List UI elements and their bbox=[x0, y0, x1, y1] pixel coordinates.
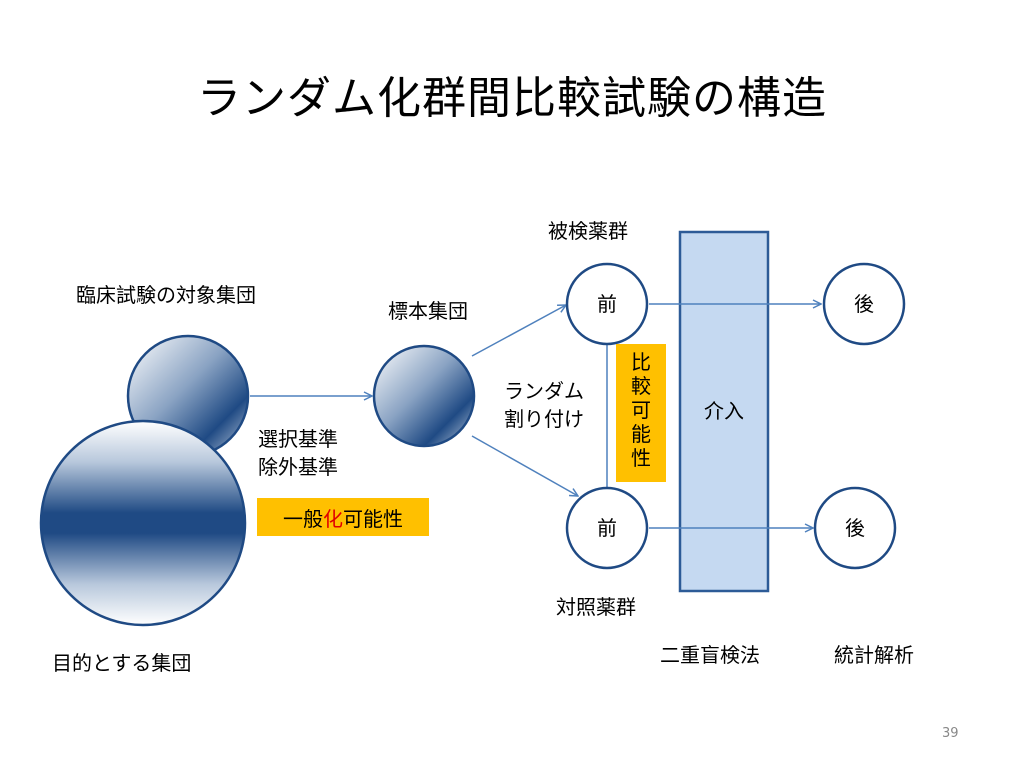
target-population-circle bbox=[39, 419, 247, 627]
comparability-char: 可 bbox=[631, 398, 651, 422]
after-label-control: 後 bbox=[845, 516, 865, 540]
target-population-label: 目的とする集団 bbox=[52, 651, 192, 675]
comparability-box: 比 較 可 能 性 bbox=[616, 344, 666, 482]
after-circle-control bbox=[813, 486, 897, 570]
random-label-line2: 割り付け bbox=[504, 407, 584, 431]
statistics-label: 統計解析 bbox=[834, 643, 914, 667]
before-circle-control bbox=[565, 486, 649, 570]
generalizability-text-highlight: 化 bbox=[323, 506, 343, 531]
random-arrow-upper bbox=[471, 305, 566, 357]
after-label-test: 後 bbox=[854, 292, 874, 316]
page-number: 39 bbox=[942, 726, 959, 741]
slide-title: ランダム化群間比較試験の構造 bbox=[197, 73, 827, 124]
double-blind-label: 二重盲検法 bbox=[660, 643, 760, 667]
intervention-bar bbox=[678, 230, 770, 593]
before-circle-test bbox=[565, 262, 649, 346]
before-label-test: 前 bbox=[597, 292, 617, 316]
control-group-label: 対照薬群 bbox=[556, 595, 636, 619]
random-label-line1: ランダム bbox=[504, 379, 584, 403]
exclusion-criteria-label: 除外基準 bbox=[258, 455, 338, 479]
sample-population-label: 標本集団 bbox=[388, 299, 468, 323]
comparability-char: 性 bbox=[631, 446, 651, 470]
comparability-char: 比 bbox=[631, 350, 651, 374]
generalizability-box: 一般化可能性 bbox=[257, 498, 429, 536]
before-label-control: 前 bbox=[597, 516, 617, 540]
sample-population-circle bbox=[372, 344, 476, 448]
after-circle-test bbox=[822, 262, 906, 346]
generalizability-text-part1: 一般 bbox=[283, 506, 323, 531]
comparability-char: 較 bbox=[631, 374, 651, 398]
intervention-label: 介入 bbox=[704, 399, 744, 423]
trial-population-label: 臨床試験の対象集団 bbox=[76, 283, 256, 307]
random-arrow-lower bbox=[471, 435, 578, 496]
inclusion-criteria-label: 選択基準 bbox=[258, 427, 338, 451]
generalizability-text-part3: 可能性 bbox=[343, 506, 403, 531]
comparability-char: 能 bbox=[631, 422, 651, 446]
test-group-label: 被検薬群 bbox=[548, 219, 628, 243]
